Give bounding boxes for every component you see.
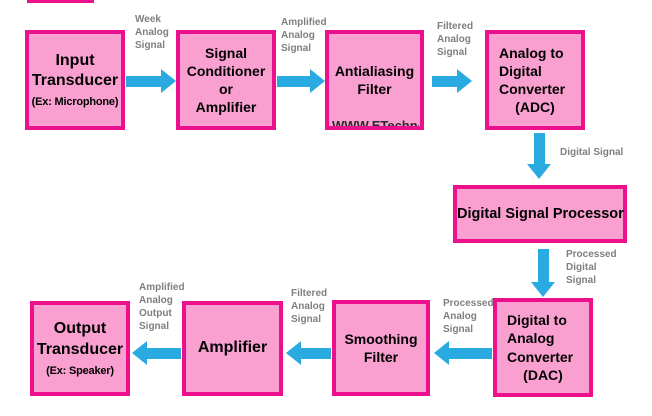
- block-text: Smoothing: [344, 330, 418, 347]
- arrow-conditioner-to-antialiasing: [277, 69, 325, 93]
- arrow-head: [161, 69, 176, 93]
- label-line: Digital Signal: [560, 147, 624, 158]
- arrow-head: [132, 341, 147, 365]
- block-text: Digital to: [507, 312, 567, 329]
- block-text: Signal: [204, 44, 247, 61]
- arrow-shaft: [277, 75, 310, 87]
- label-line: Analog: [135, 27, 169, 38]
- label-line: Amplified: [139, 282, 185, 293]
- block-text: Converter: [507, 348, 574, 365]
- label-line: Signal: [566, 275, 597, 286]
- block-input-transducer: Input Transducer (Ex: Microphone): [25, 30, 125, 130]
- label-digital-signal: Digital Signal: [560, 146, 623, 159]
- arrow-shaft: [432, 75, 457, 87]
- arrow-head: [527, 164, 551, 179]
- arrow-antialiasing-to-adc: [432, 69, 472, 93]
- label-line: Signal: [135, 40, 166, 51]
- block-adc: Analog to Digital Converter (ADC): [485, 30, 585, 130]
- block-text: Input: [55, 51, 95, 69]
- crop-artifact-line: [27, 0, 94, 3]
- arrow-head: [457, 69, 472, 93]
- block-text: Transducer: [31, 72, 119, 90]
- label-amplified-analog-signal: Amplified Analog Signal: [281, 16, 327, 55]
- block-text: Antialiasing: [334, 62, 415, 79]
- label-line: Signal: [437, 47, 468, 58]
- label-line: Signal: [443, 324, 474, 335]
- label-line: Analog: [443, 311, 477, 322]
- arrow-head: [310, 69, 325, 93]
- label-line: Amplified: [281, 17, 327, 28]
- block-text: Digital: [499, 62, 542, 79]
- arrow-dac-to-smoothing: [434, 341, 492, 365]
- arrow-shaft: [301, 347, 331, 359]
- label-line: Output: [139, 308, 172, 319]
- block-text: Analog: [507, 330, 555, 347]
- label-line: Week: [135, 14, 161, 25]
- arrow-adc-to-dsp: [527, 133, 551, 179]
- block-subtext: (Ex: Microphone): [31, 96, 119, 109]
- arrow-shaft: [449, 347, 492, 359]
- watermark-text: WWW.ETechnoG: [332, 118, 419, 126]
- block-output-transducer: Output Transducer (Ex: Speaker): [30, 301, 130, 396]
- label-line: Signal: [291, 314, 322, 325]
- arrow-head: [286, 341, 301, 365]
- block-dac: Digital to Analog Converter (DAC): [493, 298, 593, 397]
- block-text: Analog to: [499, 44, 564, 61]
- label-amplified-analog-output-signal: Amplified Analog Output Signal: [139, 281, 185, 333]
- block-text: Converter: [499, 81, 566, 97]
- block-subtext: (Ex: Speaker): [46, 364, 114, 377]
- block-text: Transducer: [36, 340, 124, 358]
- arrow-head: [434, 341, 449, 365]
- label-line: Analog: [139, 295, 173, 306]
- watermark-clip: WWW.ETechnoG: [330, 118, 419, 126]
- block-text: Conditioner: [186, 62, 266, 79]
- block-antialiasing-filter: Antialiasing Filter WWW.ETechnoG: [325, 30, 424, 130]
- arrow-dsp-to-dac: [531, 249, 555, 297]
- label-line: Digital: [566, 262, 597, 273]
- label-processed-analog-signal: Processed Analog Signal: [443, 297, 494, 336]
- block-amplifier: Amplifier: [182, 301, 283, 396]
- label-week-analog-signal: Week Analog Signal: [135, 13, 169, 52]
- label-line: Filtered: [291, 288, 328, 299]
- block-text: (ADC): [515, 99, 555, 116]
- block-text: or: [219, 81, 233, 97]
- label-line: Processed: [443, 298, 494, 309]
- arrow-shaft: [537, 249, 549, 282]
- block-smoothing-filter: Smoothing Filter: [332, 300, 430, 396]
- label-processed-digital-signal: Processed Digital Signal: [566, 248, 617, 287]
- arrow-shaft: [533, 133, 545, 164]
- block-text: Filter: [363, 349, 399, 365]
- block-text: Filter: [357, 81, 392, 97]
- label-filtered-analog-signal-bottom: Filtered Analog Signal: [291, 287, 327, 326]
- block-text: Amplifier: [197, 339, 268, 357]
- block-text: Amplifier: [195, 99, 257, 116]
- label-line: Signal: [139, 321, 170, 332]
- label-line: Signal: [281, 43, 312, 54]
- block-text: Digital Signal Processor: [457, 205, 624, 222]
- arrow-head: [531, 282, 555, 297]
- label-line: Processed: [566, 249, 617, 260]
- label-line: Analog: [437, 34, 471, 45]
- label-line: Analog: [281, 30, 315, 41]
- label-filtered-analog-signal-top: Filtered Analog Signal: [437, 20, 473, 59]
- block-signal-conditioner: Signal Conditioner or Amplifier: [176, 30, 276, 130]
- block-text: (DAC): [523, 366, 563, 383]
- arrow-smoothing-to-amplifier: [286, 341, 331, 365]
- arrow-amplifier-to-output: [132, 341, 181, 365]
- arrow-input-to-conditioner: [126, 69, 176, 93]
- arrow-shaft: [126, 75, 161, 87]
- label-line: Filtered: [437, 21, 474, 32]
- block-text: Output: [53, 320, 107, 338]
- label-line: Analog: [291, 301, 325, 312]
- arrow-shaft: [147, 347, 181, 359]
- block-digital-signal-processor: Digital Signal Processor: [453, 185, 627, 243]
